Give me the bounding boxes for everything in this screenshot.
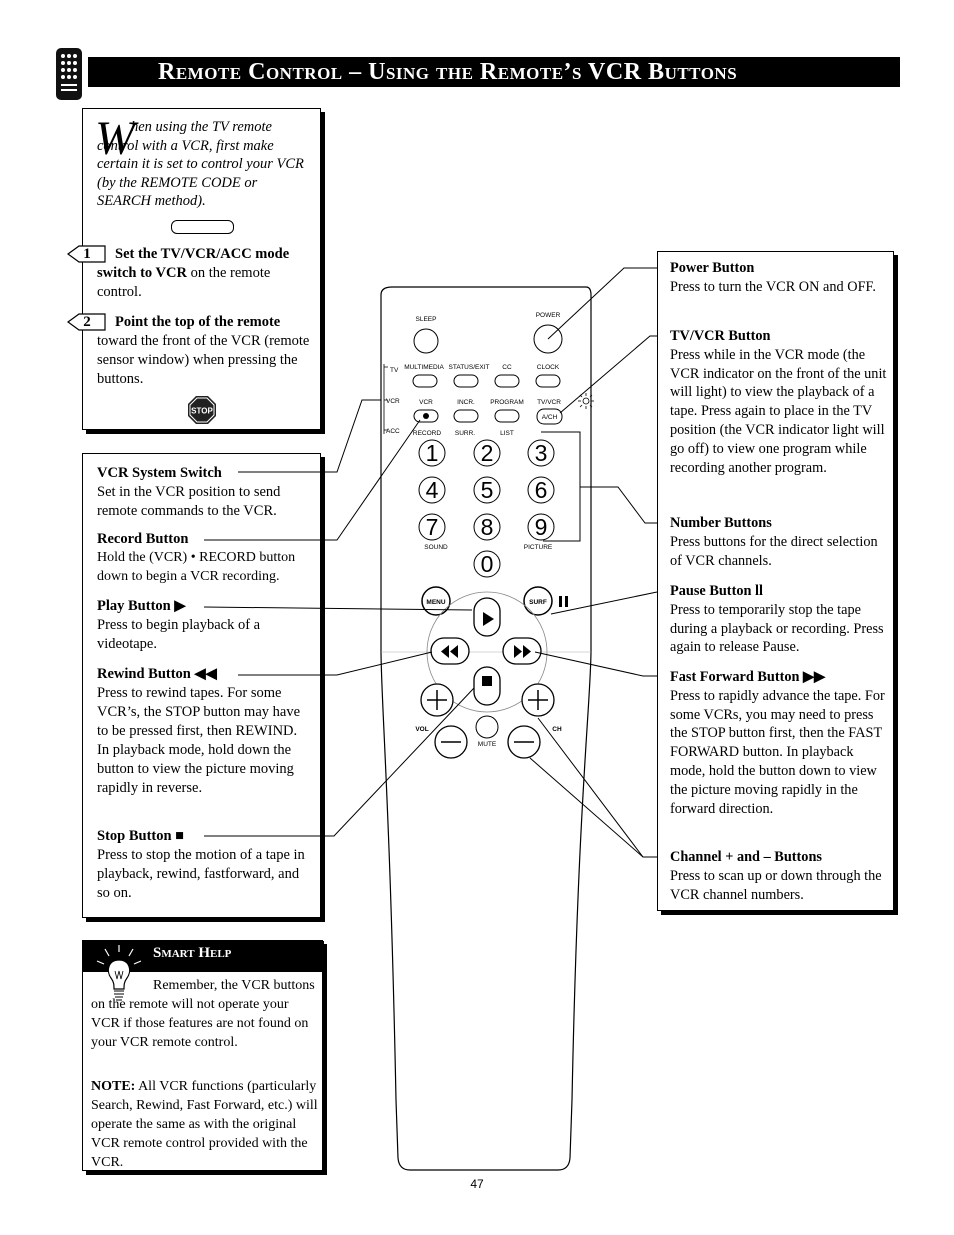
tvvcr-label: TV/VCR [537, 399, 561, 406]
pause-item: Pause Button ll Press to temporarily sto… [670, 583, 884, 656]
list-label: LIST [500, 430, 514, 437]
tv-switch-label: TV [390, 367, 399, 374]
rewind-icon [450, 645, 458, 658]
program-label: PROGRAM [490, 399, 524, 406]
status-exit-label: STATUS/EXIT [449, 364, 490, 371]
mute-label: MUTE [478, 741, 497, 748]
digit-2: 2 [481, 440, 494, 466]
stop-button [473, 666, 501, 706]
fast-forward-icon [523, 645, 531, 658]
smart-help-note: NOTE: All VCR functions (particularly Se… [91, 1079, 318, 1170]
remote-body [380, 286, 592, 1171]
smart-help-text: Remember, the VCR buttons on the remote … [91, 978, 315, 1050]
cc-button [494, 374, 520, 388]
menu-button [421, 586, 451, 616]
pause-icon [559, 596, 568, 607]
number-keypad: 1 2 3 4 5 6 7 8 9 0 [418, 439, 555, 578]
fast-forward-item: Fast Forward Button ▶▶ Press to rapidly … [670, 669, 885, 817]
multimedia-button [412, 374, 438, 388]
tvvcr-item: TV/VCR Button Press while in the VCR mod… [670, 328, 887, 476]
digit-5: 5 [481, 477, 494, 503]
incr-button [453, 409, 479, 423]
svg-text:STOP: STOP [191, 407, 213, 416]
tvvcr-button [536, 408, 563, 425]
vcr-label: VCR [419, 399, 433, 406]
rewind-item: Rewind Button ◀◀ Press to rewind tapes. … [97, 666, 300, 796]
program-button [494, 409, 520, 423]
play-item: Play Button ▶ Press to begin playback of… [97, 598, 261, 652]
left-descriptions-box: VCR System Switch Set in the VCR positio… [82, 453, 321, 918]
vcr-indicator-icon [578, 393, 594, 409]
page-header: Remote Control – Using the Remote’s VCR … [88, 57, 900, 87]
digit-3: 3 [535, 440, 548, 466]
clock-label: CLOCK [537, 364, 560, 371]
number-item: Number Buttons Press buttons for the dir… [670, 515, 878, 569]
mode-switch-illustration [171, 220, 234, 234]
sleep-button [413, 328, 439, 354]
vcr-switch-label: VCR [386, 398, 400, 405]
volume-up-button [420, 683, 454, 717]
play-icon [483, 612, 494, 626]
step-2-text: Point the top of the remote toward the f… [97, 314, 310, 387]
stop-item: Stop Button ■ Press to stop the motion o… [97, 828, 305, 901]
surr-label: SURR. [455, 430, 475, 437]
digit-9: 9 [535, 514, 548, 540]
intro-text: hen using the TV remote control with a V… [97, 119, 304, 209]
channel-down-button [507, 725, 541, 759]
power-button [533, 324, 563, 354]
incr-label: INCR. [457, 399, 475, 406]
clock-button [535, 374, 561, 388]
stop-icon [482, 676, 492, 686]
menu-label: MENU [426, 599, 445, 606]
rewind-button [430, 637, 470, 665]
remote-control-icon [56, 48, 82, 100]
record-button [413, 409, 439, 423]
lightbulb-icon [96, 945, 142, 1001]
stop-sign-icon: STOP [188, 396, 216, 424]
digit-1: 1 [426, 440, 439, 466]
smart-help-box: Smart Help Remember, the VCR buttons on … [82, 940, 324, 1171]
surf-label: SURF [529, 599, 547, 606]
volume-down-button [434, 725, 468, 759]
mute-button [475, 715, 499, 739]
right-descriptions-box: Power Button Press to turn the VCR ON an… [657, 251, 894, 911]
ach-label: A/CH [542, 414, 558, 421]
record-label: RECORD [413, 430, 441, 437]
sound-label: SOUND [424, 544, 448, 551]
acc-switch-label: ACC [386, 428, 400, 435]
status-exit-button [453, 374, 479, 388]
play-button [473, 597, 501, 637]
channel-up-button [521, 683, 555, 717]
fast-forward-button [502, 637, 542, 665]
digit-0: 0 [481, 551, 494, 577]
power-label: POWER [536, 312, 561, 319]
digit-4: 4 [426, 477, 439, 503]
page-title: Remote Control – Using the Remote’s VCR … [158, 59, 738, 85]
nav-ring [426, 591, 548, 713]
digit-7: 7 [426, 514, 439, 540]
step-2-badge: 2 [66, 313, 107, 331]
sleep-label: SLEEP [416, 316, 437, 323]
page-number: 47 [470, 1177, 484, 1191]
channel-item: Channel + and – Buttons Press to scan up… [670, 849, 882, 903]
ch-label: CH [552, 726, 562, 733]
intro-box: W hen using the TV remote control with a… [66, 108, 321, 430]
digit-6: 6 [535, 477, 548, 503]
power-item: Power Button Press to turn the VCR ON an… [670, 260, 876, 295]
cc-label: CC [502, 364, 512, 371]
vol-label: VOL [415, 726, 428, 733]
surf-button [523, 586, 553, 616]
picture-label: PICTURE [524, 544, 553, 551]
multimedia-label: MULTIMEDIA [404, 364, 444, 371]
mode-switch [383, 364, 388, 434]
vcr-switch-item: VCR System Switch Set in the VCR positio… [97, 465, 281, 519]
step-1-badge: 1 [66, 245, 107, 263]
digit-8: 8 [481, 514, 494, 540]
record-item: Record Button Hold the (VCR) • RECORD bu… [97, 531, 296, 584]
step-1-text: Set the TV/VCR/ACC mode switch to VCR on… [97, 246, 290, 300]
drop-cap: W [95, 112, 135, 165]
